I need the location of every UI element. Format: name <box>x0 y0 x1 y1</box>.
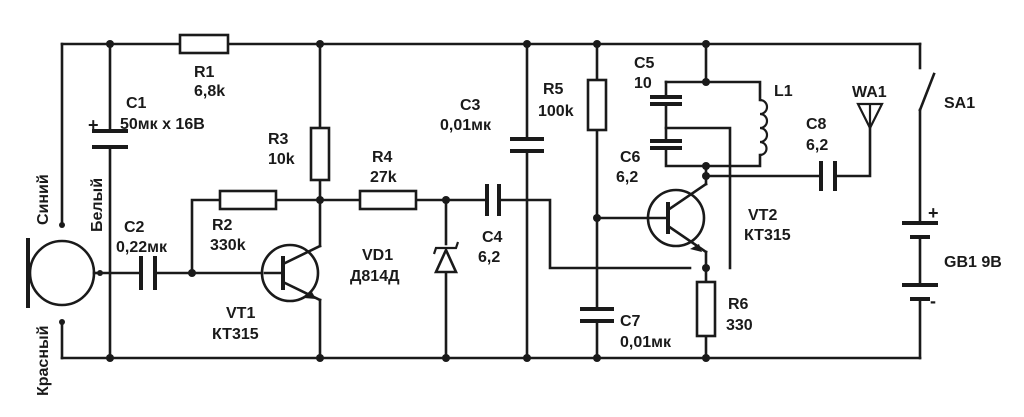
c6-ref-label: C6 <box>620 149 641 166</box>
c5-capacitor <box>650 95 682 106</box>
sa1-switch <box>918 72 936 112</box>
r4-resistor <box>358 189 418 211</box>
r3-resistor <box>309 126 331 182</box>
r6-value-label: 330 <box>726 317 753 334</box>
vt1-transistor <box>260 243 322 303</box>
gb1-minus-label: - <box>930 291 936 311</box>
c6-capacitor <box>650 139 682 150</box>
sa1-ref-label: SA1 <box>944 95 975 112</box>
r5-resistor <box>586 78 608 132</box>
l1-inductor <box>759 98 769 157</box>
c1-value-label: 50мк х 16В <box>120 116 205 133</box>
c4-capacitor <box>485 184 501 216</box>
r1-resistor <box>178 33 230 55</box>
c2-ref-label: C2 <box>124 219 145 236</box>
l1-ref-label: L1 <box>774 83 793 100</box>
c8-capacitor <box>819 161 837 191</box>
c3-ref-label: C3 <box>460 97 481 114</box>
wire-blue-label: Синий <box>35 174 52 225</box>
r6-resistor <box>695 280 717 338</box>
component-labels: R1 6,8k C1 50мк х 16В R3 10k R4 27k C3 0… <box>116 55 1002 351</box>
c8-value-label: 6,2 <box>806 137 828 154</box>
vd1-zener-diode <box>432 241 460 274</box>
r1-value-label: 6,8k <box>194 83 225 100</box>
wa1-antenna <box>856 102 884 131</box>
c7-value-label: 0,01мк <box>620 334 672 351</box>
r4-ref-label: R4 <box>372 149 393 166</box>
c1-capacitor: + <box>88 115 128 149</box>
c7-ref-label: C7 <box>620 313 641 330</box>
r5-ref-label: R5 <box>543 81 564 98</box>
vt1-ref-label: VT1 <box>226 305 255 322</box>
r2-value-label: 330k <box>210 237 246 254</box>
c4-ref-label: C4 <box>482 229 503 246</box>
c7-capacitor <box>580 307 614 323</box>
r5-value-label: 100k <box>538 103 574 120</box>
r2-ref-label: R2 <box>212 217 233 234</box>
junction-dots <box>59 40 710 362</box>
c6-value-label: 6,2 <box>616 169 638 186</box>
vt2-transistor <box>646 182 708 254</box>
vt2-type-label: КТ315 <box>744 227 791 244</box>
c3-value-label: 0,01мк <box>440 117 492 134</box>
c2-capacitor <box>139 256 157 290</box>
microphone-wire-labels: Синий Белый Красный <box>35 174 106 396</box>
c5-ref-label: C5 <box>634 55 655 72</box>
c2-value-label: 0,22мк <box>116 239 168 256</box>
c3-capacitor <box>510 137 544 153</box>
microphone-symbol <box>26 238 102 308</box>
vd1-type-label: Д814Д <box>350 268 400 285</box>
c5-value-label: 10 <box>634 75 652 92</box>
vd1-ref-label: VD1 <box>362 247 393 264</box>
r2-resistor <box>218 189 278 211</box>
wire-white-label: Белый <box>89 178 106 232</box>
c1-polarity-label: + <box>88 115 99 135</box>
r3-ref-label: R3 <box>268 131 289 148</box>
vt1-type-label: КТ315 <box>212 326 259 343</box>
r3-value-label: 10k <box>268 151 295 168</box>
c1-ref-label: C1 <box>126 95 147 112</box>
gb1-ref-label: GB1 9В <box>944 254 1002 271</box>
r1-ref-label: R1 <box>194 64 215 81</box>
vt2-ref-label: VT2 <box>748 207 777 224</box>
c8-ref-label: C8 <box>806 116 827 133</box>
c4-value-label: 6,2 <box>478 249 500 266</box>
wire-red-label: Красный <box>35 326 52 397</box>
wires <box>60 42 922 360</box>
r4-value-label: 27k <box>370 169 397 186</box>
gb1-plus-label: + <box>928 203 939 223</box>
gb1-battery: + - <box>902 203 939 311</box>
r6-ref-label: R6 <box>728 296 749 313</box>
wa1-ref-label: WA1 <box>852 84 887 101</box>
